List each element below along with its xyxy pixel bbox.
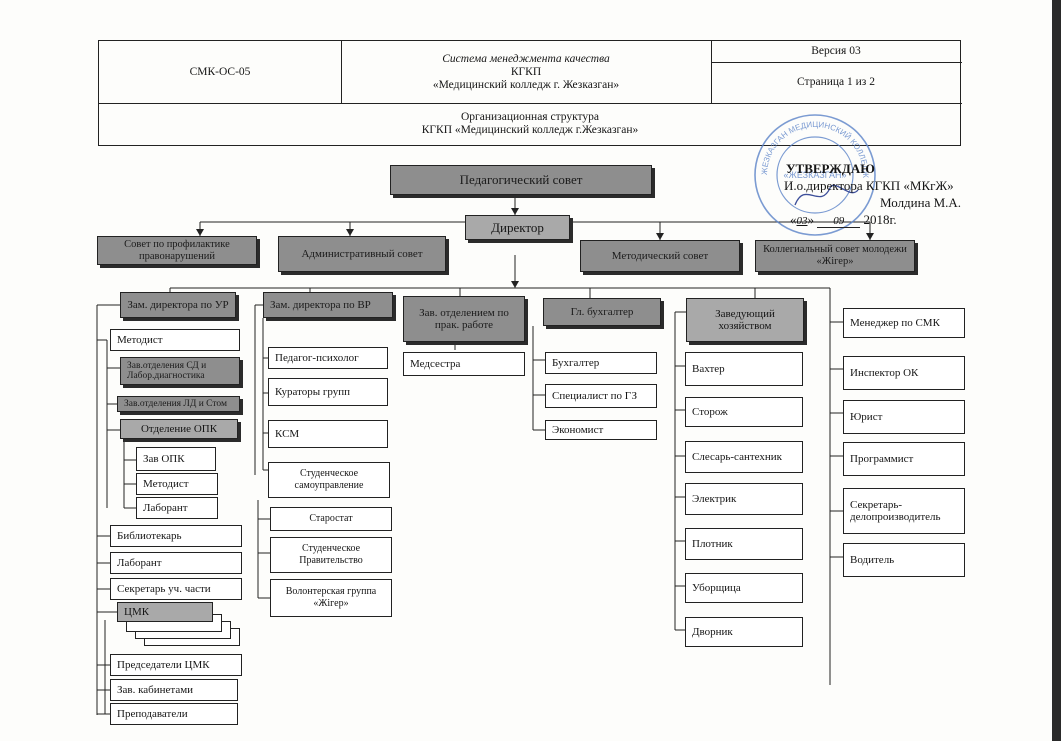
col5-item-guard: Сторож bbox=[685, 397, 803, 427]
col5-item-plumber: Слесарь-сантехник bbox=[685, 441, 803, 473]
version-label: Версия 03 bbox=[811, 45, 861, 57]
approval-block: УТВЕРЖДАЮ И.о.директора КГКП «МКгЖ» Молд… bbox=[770, 160, 1000, 230]
deputy-director-academic: Зам. директора по УР bbox=[120, 292, 236, 318]
col5-item-janitor: Дворник bbox=[685, 617, 803, 647]
col6-item-hr-inspector: Инспектор ОК bbox=[843, 356, 965, 390]
col2-item-group-curators: Кураторы групп bbox=[268, 378, 388, 406]
page-label: Страница 1 из 2 bbox=[797, 76, 875, 88]
col2-item-ksm: КСМ bbox=[268, 420, 388, 448]
approval-name: Молдина М.А. bbox=[880, 195, 962, 210]
col2-item-psychologist: Педагог-психолог bbox=[268, 347, 388, 369]
col6-item-qms-manager: Менеджер по СМК bbox=[843, 308, 965, 338]
head-of-household: Заведующий хозяйством bbox=[686, 298, 804, 342]
col5-item-electrician: Электрик bbox=[685, 483, 803, 515]
col3-item-nurse: Медсестра bbox=[403, 352, 525, 376]
structure-title: Организационная структура КГКП «Медицинс… bbox=[421, 111, 639, 136]
col1-item-cmk-chairs: Председатели ЦМК bbox=[110, 654, 242, 676]
col1-item-head-nursing-lab: Зав.отделения СД и Лабор.диагностика bbox=[120, 357, 240, 385]
col6-item-programmer: Программист bbox=[843, 442, 965, 476]
document-code: СМК-ОС-05 bbox=[189, 65, 251, 78]
head-practical-work: Зав. отделением по прак. работе bbox=[403, 296, 525, 342]
col1-item-secretary: Секретарь уч. части bbox=[110, 578, 242, 600]
svg-text:«ЖЕЗКАЗГАН»: «ЖЕЗКАЗГАН» bbox=[784, 170, 847, 180]
col1-item-head-opk: Зав ОПК bbox=[136, 447, 216, 471]
col1-item-head-medical-dental: Зав.отделения ЛД и Стом bbox=[117, 396, 240, 412]
quality-system-title: Система менеджмента качества КГКП «Медиц… bbox=[432, 52, 620, 91]
scan-edge bbox=[1052, 0, 1061, 741]
col1-item-cmk: ЦМК bbox=[117, 602, 213, 622]
deputy-director-educational: Зам. директора по ВР bbox=[263, 292, 393, 318]
col2-item-student-self-government: Студенческое самоуправление bbox=[268, 462, 390, 498]
col4-item-procurement-specialist: Специалист по ГЗ bbox=[545, 384, 657, 408]
chief-accountant: Гл. бухгалтер bbox=[543, 298, 661, 326]
col1-item-cabinet-heads: Зав. кабинетами bbox=[110, 679, 238, 701]
approval-date: «03» 09 2018г. bbox=[790, 212, 897, 228]
pedagogical-council: Педагогический совет bbox=[390, 165, 652, 195]
col4-item-economist: Экономист bbox=[545, 420, 657, 440]
col1-item-opk-lab-assistant: Лаборант bbox=[136, 497, 218, 519]
col2-item-student-government: Студенческое Правительство bbox=[270, 537, 392, 573]
col2-item-starostat: Старостат bbox=[270, 507, 392, 531]
col1-item-opk-methodist: Методист bbox=[136, 473, 218, 495]
col5-item-carpenter: Плотник bbox=[685, 528, 803, 560]
administrative-council: Административный совет bbox=[278, 236, 446, 272]
col1-item-opk-department: Отделение ОПК bbox=[120, 419, 238, 439]
col6-item-driver: Водитель bbox=[843, 543, 965, 577]
col5-item-watchman: Вахтер bbox=[685, 352, 803, 386]
methodical-council: Методический совет bbox=[580, 240, 740, 272]
col4-item-accountant: Бухгалтер bbox=[545, 352, 657, 374]
council-prevention: Совет по профилактике правонарушений bbox=[97, 236, 257, 265]
collegial-youth-council: Коллегиальный совет молодежи «Жігер» bbox=[755, 240, 915, 272]
col5-item-cleaner: Уборщица bbox=[685, 573, 803, 603]
col1-item-librarian: Библиотекарь bbox=[110, 525, 242, 547]
col2-item-volunteer-group: Волонтерская группа «Жігер» bbox=[270, 579, 392, 617]
approval-title: УТВЕРЖДАЮ bbox=[786, 161, 875, 176]
approval-position: И.о.директора КГКП «МКгЖ» bbox=[784, 178, 954, 193]
col1-item-teachers: Преподаватели bbox=[110, 703, 238, 725]
header-table bbox=[98, 40, 962, 146]
col6-item-secretary-clerk: Секретарь-делопроизводитель bbox=[843, 488, 965, 534]
director-box: Директор bbox=[465, 215, 570, 240]
col6-item-lawyer: Юрист bbox=[843, 400, 965, 434]
seal-stamp: ЖЕЗКАЗГАН МЕДИЦИНСКИЙ КОЛЛЕДЖ «ЖЕЗКАЗГАН… bbox=[754, 114, 876, 236]
col1-item-lab-assistant: Лаборант bbox=[110, 552, 242, 574]
col1-item-methodist: Методист bbox=[110, 329, 240, 351]
